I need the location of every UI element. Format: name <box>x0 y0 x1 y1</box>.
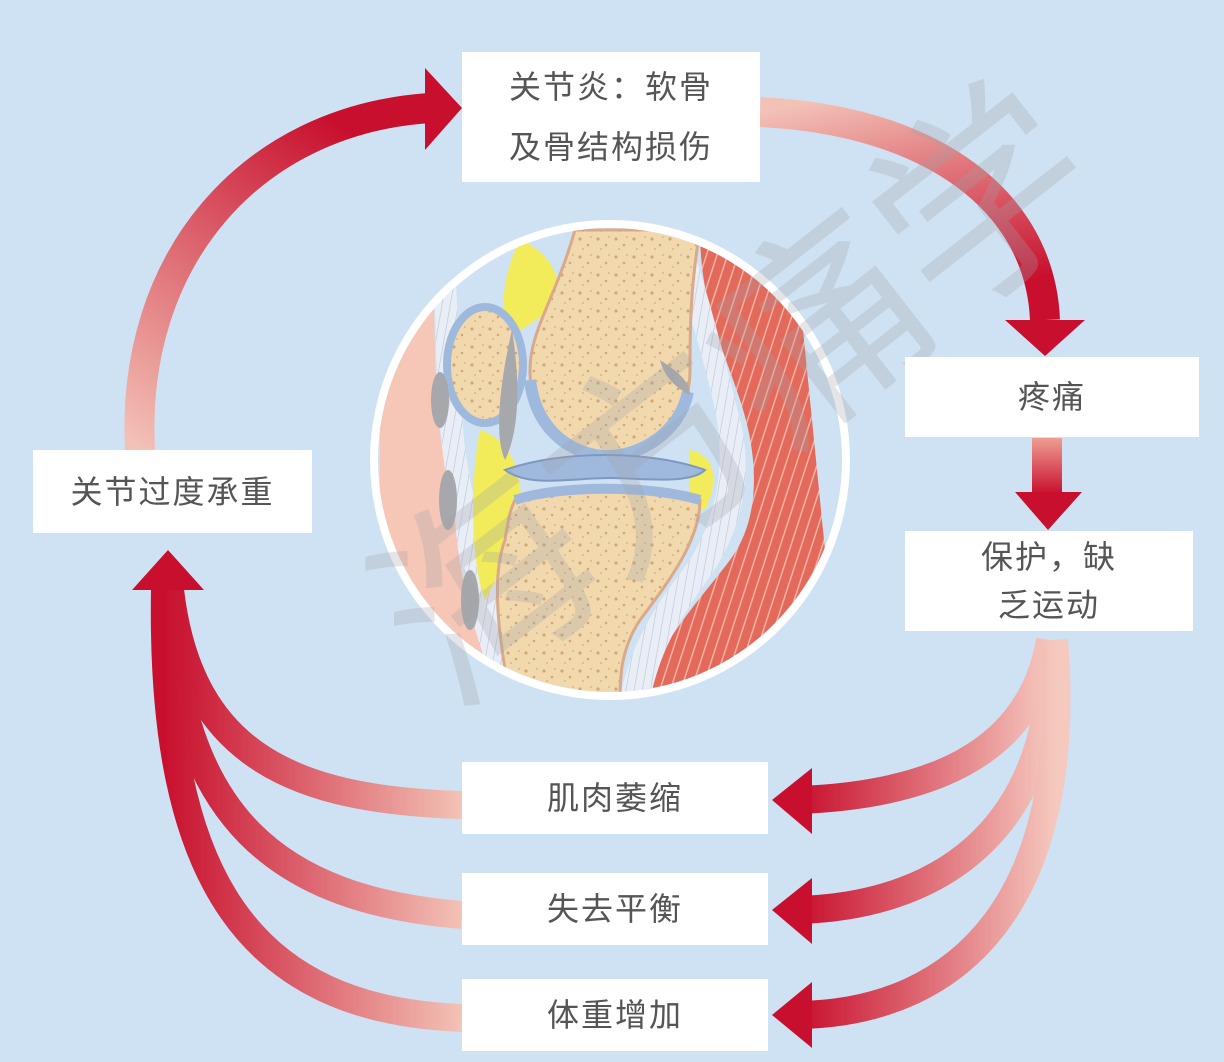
box-loss-of-balance: 失去平衡 <box>462 873 768 945</box>
arrow-overload-to-arthritis <box>124 68 462 451</box>
box-arthritis-line2: 及骨结构损伤 <box>508 128 713 166</box>
box-protect: 保护，缺 乏运动 <box>905 531 1193 631</box>
box-arthritis: 关节炎：软骨 及骨结构损伤 <box>462 52 760 182</box>
arrows-protect-to-consequences <box>772 637 1071 1048</box>
box-joint-overload-label: 关节过度承重 <box>70 472 275 511</box>
box-protect-line2: 乏运动 <box>997 586 1100 624</box>
arrow-arthritis-to-pain <box>759 97 1085 356</box>
box-muscle-atrophy: 肌肉萎缩 <box>462 762 768 834</box>
box-arthritis-line1: 关节炎：软骨 <box>508 68 713 106</box>
box-weight-gain: 体重增加 <box>462 979 768 1051</box>
box-muscle-atrophy-label: 肌肉萎缩 <box>546 779 683 817</box>
box-protect-line1: 保护，缺 <box>980 538 1117 576</box>
arrow-pain-to-protect <box>1015 438 1082 530</box>
knee-joint-illustration <box>370 220 850 700</box>
box-pain-label: 疼痛 <box>1017 378 1086 416</box>
box-loss-of-balance-label: 失去平衡 <box>546 890 683 928</box>
arrows-consequences-to-overload <box>132 550 464 1032</box>
box-weight-gain-label: 体重增加 <box>546 996 683 1034</box>
box-joint-overload: 关节过度承重 <box>33 450 312 533</box>
box-pain: 疼痛 <box>905 357 1199 437</box>
